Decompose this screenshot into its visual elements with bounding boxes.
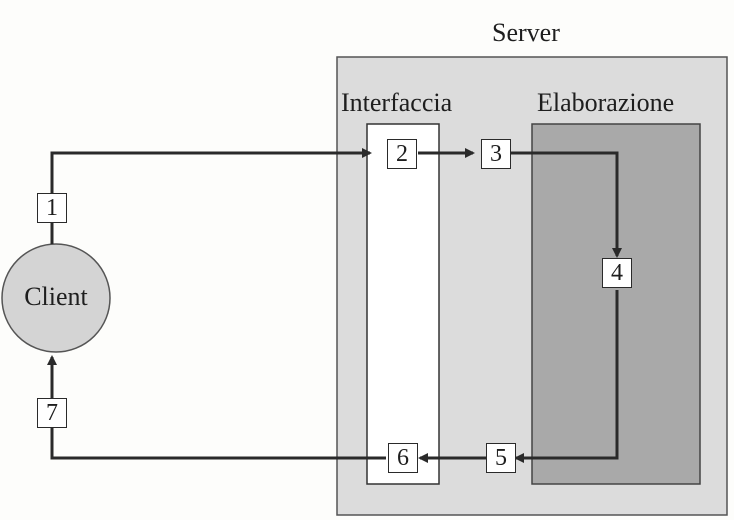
processing-title: Elaborazione <box>537 88 675 117</box>
step-7: 7 <box>37 398 67 428</box>
arrow-4-to-5 <box>514 290 619 463</box>
server-title: Server <box>492 18 560 47</box>
step-2: 2 <box>387 139 417 169</box>
step-5: 5 <box>486 443 516 473</box>
interface-title: Interfaccia <box>341 88 453 117</box>
interface-box <box>366 123 440 485</box>
client-label: Client <box>24 282 88 311</box>
arrow-interface-to-client <box>47 355 386 460</box>
arrow-3-to-4 <box>511 151 622 258</box>
step-4: 4 <box>602 258 632 288</box>
step-3: 3 <box>481 139 511 169</box>
step-6: 6 <box>388 443 418 473</box>
client-circle <box>1 243 111 353</box>
arrow-client-to-interface <box>50 148 372 244</box>
step-1: 1 <box>37 193 67 223</box>
